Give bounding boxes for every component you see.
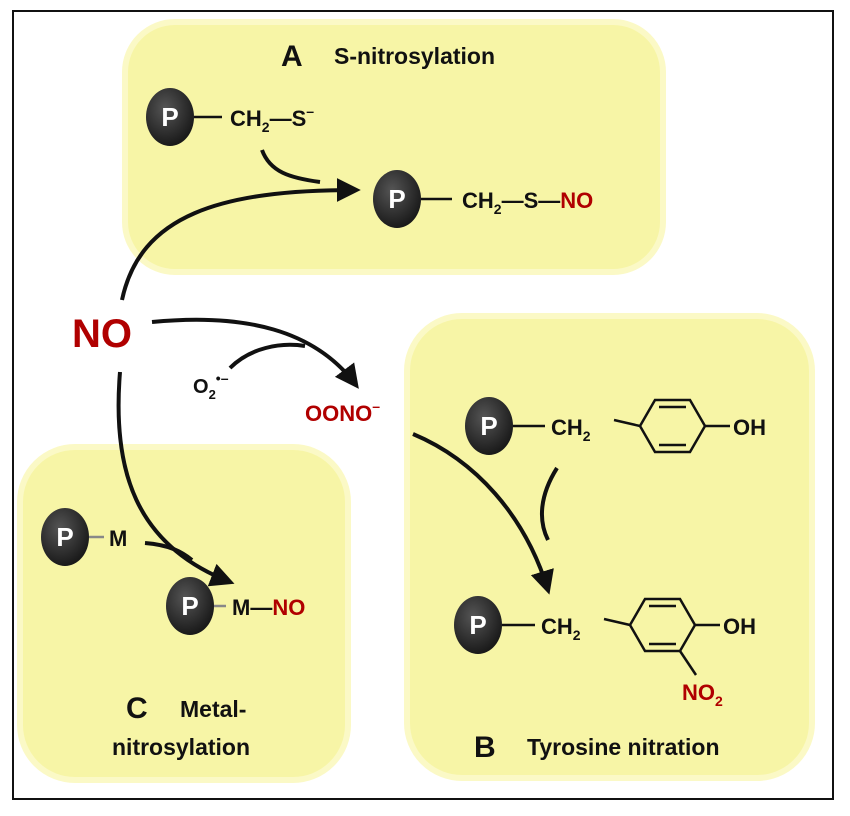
panel-b-reactant-ch2: CH2 — [551, 415, 591, 444]
panel-a-product: CH2—S—NO — [462, 188, 593, 217]
svg-text:P: P — [181, 591, 198, 621]
panel-c-title-line2: nitrosylation — [112, 734, 250, 760]
svg-text:P: P — [388, 184, 405, 214]
nitro-group-label: NO2 — [682, 680, 723, 709]
svg-text:P: P — [480, 411, 497, 441]
protein-icon: P — [454, 596, 502, 654]
panel-b-letter: B — [474, 731, 496, 764]
peroxynitrite-label: OONO– — [305, 398, 380, 426]
nitrotyrosine-ring — [603, 597, 720, 676]
arrow-tyrosine-merge — [540, 466, 559, 541]
panel-c-product: M—NO — [232, 595, 305, 620]
panel-a-reactant: CH2—S– — [230, 103, 314, 135]
arrow-superoxide-merge — [228, 342, 306, 370]
benzene-ring — [613, 398, 730, 454]
protein-icon: P — [41, 508, 89, 566]
arrow-peroxynitrite-to-nitration — [412, 432, 554, 595]
arrow-no-to-s-nitrosylation — [120, 178, 361, 301]
panel-a-background — [122, 19, 666, 275]
protein-icon: P — [373, 170, 421, 228]
panel-a-letter: A — [281, 40, 303, 73]
svg-text:P: P — [161, 102, 178, 132]
superoxide-label: O2•– — [193, 370, 229, 402]
panel-b-title: Tyrosine nitration — [527, 734, 720, 760]
panel-b-reactant-oh: OH — [733, 415, 766, 440]
protein-icon: P — [465, 397, 513, 455]
arrow-metal-merge — [144, 541, 194, 562]
panel-b-product-ch2: CH2 — [541, 614, 581, 643]
protein-icon: P — [146, 88, 194, 146]
arrow-thiol-merge — [260, 149, 321, 184]
panel-a-title: S-nitrosylation — [334, 43, 495, 69]
panel-b-product-oh: OH — [723, 614, 756, 639]
panel-c-title-line1: Metal- — [180, 696, 246, 722]
panel-b-background — [404, 313, 815, 781]
svg-text:P: P — [56, 522, 73, 552]
nitric-oxide-label: NO — [72, 312, 132, 356]
panel-c-letter: C — [126, 692, 148, 725]
arrow-no-to-peroxynitrite — [151, 317, 359, 389]
svg-text:P: P — [469, 610, 486, 640]
panel-c-reactant-metal: M — [109, 526, 127, 551]
arrow-no-to-metal-nitrosylation — [116, 371, 235, 587]
protein-icon: P — [166, 577, 214, 635]
